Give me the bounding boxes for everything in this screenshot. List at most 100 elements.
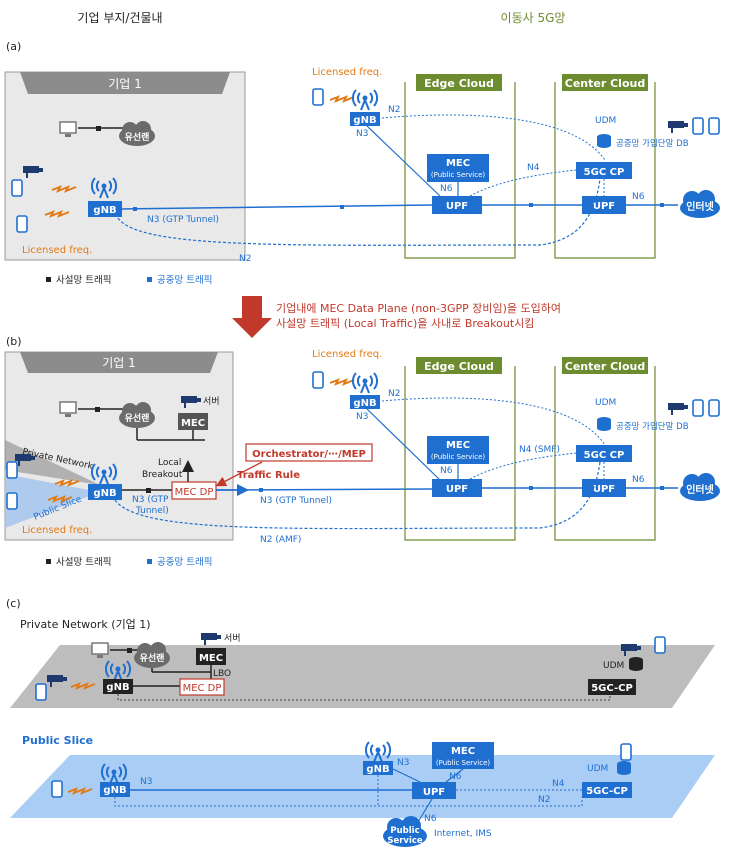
svg-text:Center Cloud: Center Cloud <box>565 360 645 373</box>
wired-lan-cloud: 유선랜 <box>119 402 155 428</box>
legend-public-a: 공중망 트래픽 <box>157 275 212 286</box>
svg-text:gNB: gNB <box>353 115 376 126</box>
svg-text:Edge Cloud: Edge Cloud <box>424 360 494 373</box>
svg-text:Center Cloud: Center Cloud <box>565 77 645 90</box>
n4-label-c: N4 <box>552 779 565 789</box>
svg-text:5GC CP: 5GC CP <box>584 167 625 178</box>
n3-right-label-c: N3 <box>397 758 409 768</box>
database-icon <box>617 761 631 775</box>
database-icon <box>597 417 611 431</box>
svg-text:Service: Service <box>387 836 423 846</box>
mec-pub-c: MEC (Public Service) <box>432 742 494 769</box>
n4-label-b: N4 (SMF) <box>519 445 560 455</box>
phone-icon <box>11 179 23 197</box>
phone-icon <box>6 461 18 479</box>
antenna-icon <box>351 372 379 394</box>
n3-top-label-a: N3 <box>356 129 368 139</box>
svg-text:Public: Public <box>390 826 419 836</box>
database-icon <box>629 657 643 671</box>
phone-icon <box>620 743 632 761</box>
mec-node-b: MEC (Public Service) <box>427 436 489 464</box>
gnb-node-b: gNB <box>88 484 122 500</box>
cp-node-c: 5GC-CP <box>588 679 636 695</box>
enterprise-title-a: 기업 1 <box>108 77 142 91</box>
udm-label-b: UDM <box>595 398 616 408</box>
svg-text:MEC: MEC <box>451 746 475 757</box>
upf-edge-a: UPF <box>432 196 482 214</box>
public-plane <box>10 755 715 818</box>
n6-mec-label-a: N6 <box>440 184 453 194</box>
monitor-icon <box>91 642 109 658</box>
camera-icon <box>667 120 689 134</box>
gnb-remote-a: gNB <box>350 112 380 126</box>
public-service-cloud: Public Service <box>383 816 427 847</box>
phone-icon <box>51 780 63 798</box>
svg-text:인터넷: 인터넷 <box>686 200 714 213</box>
legend-private-b: 사설망 트래픽 <box>56 557 111 568</box>
n2-top-label-a: N2 <box>388 105 400 115</box>
gnb-node-c: gNB <box>103 679 133 694</box>
wired-lan-label-a: 유선랜 <box>125 131 150 143</box>
phone-icon <box>654 636 666 654</box>
gnb-node-a: gNB <box>88 201 122 217</box>
mec-server-b: MEC <box>178 413 208 430</box>
svg-text:gNB: gNB <box>93 488 116 499</box>
udm-label-c: UDM <box>603 661 624 671</box>
cp-node-a: 5GC CP <box>576 162 632 179</box>
local-breakout-2: Breakout <box>142 470 183 480</box>
panel-b-label: (b) <box>6 335 22 348</box>
n6-center-label-b: N6 <box>632 475 645 485</box>
svg-text:(Public Service): (Public Service) <box>431 171 486 179</box>
private-network-title-c: Private Network (기업 1) <box>20 618 151 631</box>
svg-text:UPF: UPF <box>423 787 445 798</box>
n4-label-a: N4 <box>527 163 540 173</box>
gnb-pub-c: gNB <box>100 782 130 797</box>
n2-bottom-label-b: N2 (AMF) <box>260 535 301 545</box>
svg-text:gNB: gNB <box>106 682 129 693</box>
svg-text:gNB: gNB <box>93 205 116 216</box>
monitor-icon <box>59 401 77 417</box>
wired-lan-cloud: 유선랜 <box>134 642 170 668</box>
svg-text:MEC: MEC <box>446 158 470 169</box>
svg-text:UPF: UPF <box>593 201 615 212</box>
n2-bottom-label-a: N2 <box>239 254 251 264</box>
svg-text:(Public Service): (Public Service) <box>436 759 491 767</box>
cp-node-b: 5GC CP <box>576 445 632 462</box>
enterprise-box-a: 기업 1 <box>4 71 246 261</box>
upf-c: UPF <box>412 782 456 799</box>
n6-center-label-a: N6 <box>632 192 645 202</box>
panel-a-label: (a) <box>6 40 21 53</box>
legend-public-b: 공중망 트래픽 <box>157 557 212 568</box>
db-label-a: 공중망 가입단말 DB <box>616 138 689 149</box>
server-label-c: 서버 <box>224 633 241 644</box>
n3-gtp-2-b: Tunnel) <box>135 506 169 516</box>
antenna-icon <box>351 89 379 111</box>
n2-label-c: N2 <box>538 795 550 805</box>
arrow-text-line1: 기업내에 MEC Data Plane (non-3GPP 장비임)을 도입하여 <box>276 301 561 315</box>
phone-icon <box>16 215 28 233</box>
svg-text:gNB: gNB <box>353 398 376 409</box>
svg-text:(Public Service): (Public Service) <box>431 453 486 461</box>
upf-center-b: UPF <box>582 479 626 497</box>
n3-top-label-b: N3 <box>356 412 368 422</box>
db-label-b: 공중망 가입단말 DB <box>616 421 689 432</box>
private-network-wedge <box>5 440 100 485</box>
n2-top-label-b: N2 <box>388 389 400 399</box>
svg-text:MEC: MEC <box>199 653 223 664</box>
n3-tunnel-label-a: N3 (GTP Tunnel) <box>147 215 219 225</box>
svg-text:유선랜: 유선랜 <box>125 412 150 424</box>
gnb-pub2-c: gNB <box>363 761 393 775</box>
mec-dp-c: MEC DP <box>179 678 225 696</box>
local-breakout-1: Local <box>158 458 181 468</box>
transition-arrow <box>232 296 272 338</box>
phone-icon <box>708 399 720 417</box>
mec-server-c: MEC <box>196 648 226 665</box>
traffic-rule-label: Traffic Rule <box>237 470 300 481</box>
camera-icon <box>200 632 222 646</box>
arrow-text-line2: 사설망 트래픽 (Local Traffic)을 사내로 Breakout시킴 <box>276 317 534 330</box>
n3-gtp-1-b: N3 (GTP <box>132 495 169 505</box>
svg-text:5GC CP: 5GC CP <box>584 450 625 461</box>
panel-c-label: (c) <box>6 597 21 610</box>
public-slice-title-c: Public Slice <box>22 734 93 747</box>
